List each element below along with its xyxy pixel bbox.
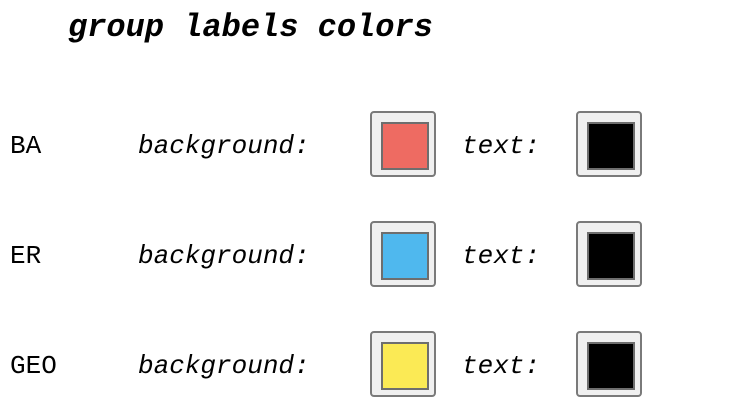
text-color-swatch <box>587 232 635 280</box>
text-color-label: text: <box>462 131 541 161</box>
group-row-ba: BA background: text: <box>0 111 742 181</box>
background-color-swatch <box>381 342 429 390</box>
group-row-er: ER background: text: <box>0 221 742 291</box>
background-color-picker[interactable] <box>370 331 436 397</box>
group-name: GEO <box>10 351 57 381</box>
background-color-picker[interactable] <box>370 221 436 287</box>
background-color-picker[interactable] <box>370 111 436 177</box>
text-color-swatch <box>587 342 635 390</box>
group-name: ER <box>10 241 42 271</box>
text-color-swatch <box>587 122 635 170</box>
text-color-label: text: <box>462 241 541 271</box>
page-title: group labels colors <box>68 9 433 46</box>
background-color-swatch <box>381 122 429 170</box>
group-row-geo: GEO background: text: <box>0 331 742 401</box>
text-color-picker[interactable] <box>576 331 642 397</box>
text-color-label: text: <box>462 351 541 381</box>
text-color-picker[interactable] <box>576 221 642 287</box>
group-name: BA <box>10 131 42 161</box>
text-color-picker[interactable] <box>576 111 642 177</box>
background-label: background: <box>138 131 310 161</box>
background-label: background: <box>138 351 310 381</box>
background-label: background: <box>138 241 310 271</box>
background-color-swatch <box>381 232 429 280</box>
